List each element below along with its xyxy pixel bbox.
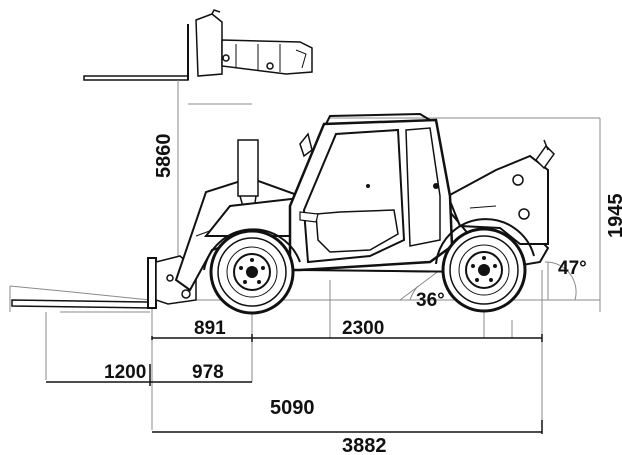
length-without-forks-label: 3882	[342, 435, 387, 455]
fork-length-label: 1200	[104, 362, 146, 383]
front-overhang-label: 891	[194, 318, 226, 339]
wheelbase-label: 2300	[342, 318, 384, 339]
fork-to-axle-label: 978	[192, 362, 224, 383]
reference-guides	[9, 80, 601, 432]
raised-carriage	[83, 9, 313, 81]
approach-angle-label: 36°	[416, 290, 445, 311]
lowered-forks	[11, 255, 197, 309]
front-wheel	[209, 229, 295, 315]
rear-wheel	[441, 227, 527, 313]
dimension-lines	[46, 334, 543, 434]
operator-cab	[288, 112, 454, 272]
length-with-forks-label: 5090	[270, 397, 315, 419]
engine-hood	[446, 139, 555, 245]
cab-height-label: 1945	[605, 194, 622, 239]
lift-height-label: 5860	[153, 134, 175, 179]
departure-angle-label: 47°	[558, 258, 587, 279]
